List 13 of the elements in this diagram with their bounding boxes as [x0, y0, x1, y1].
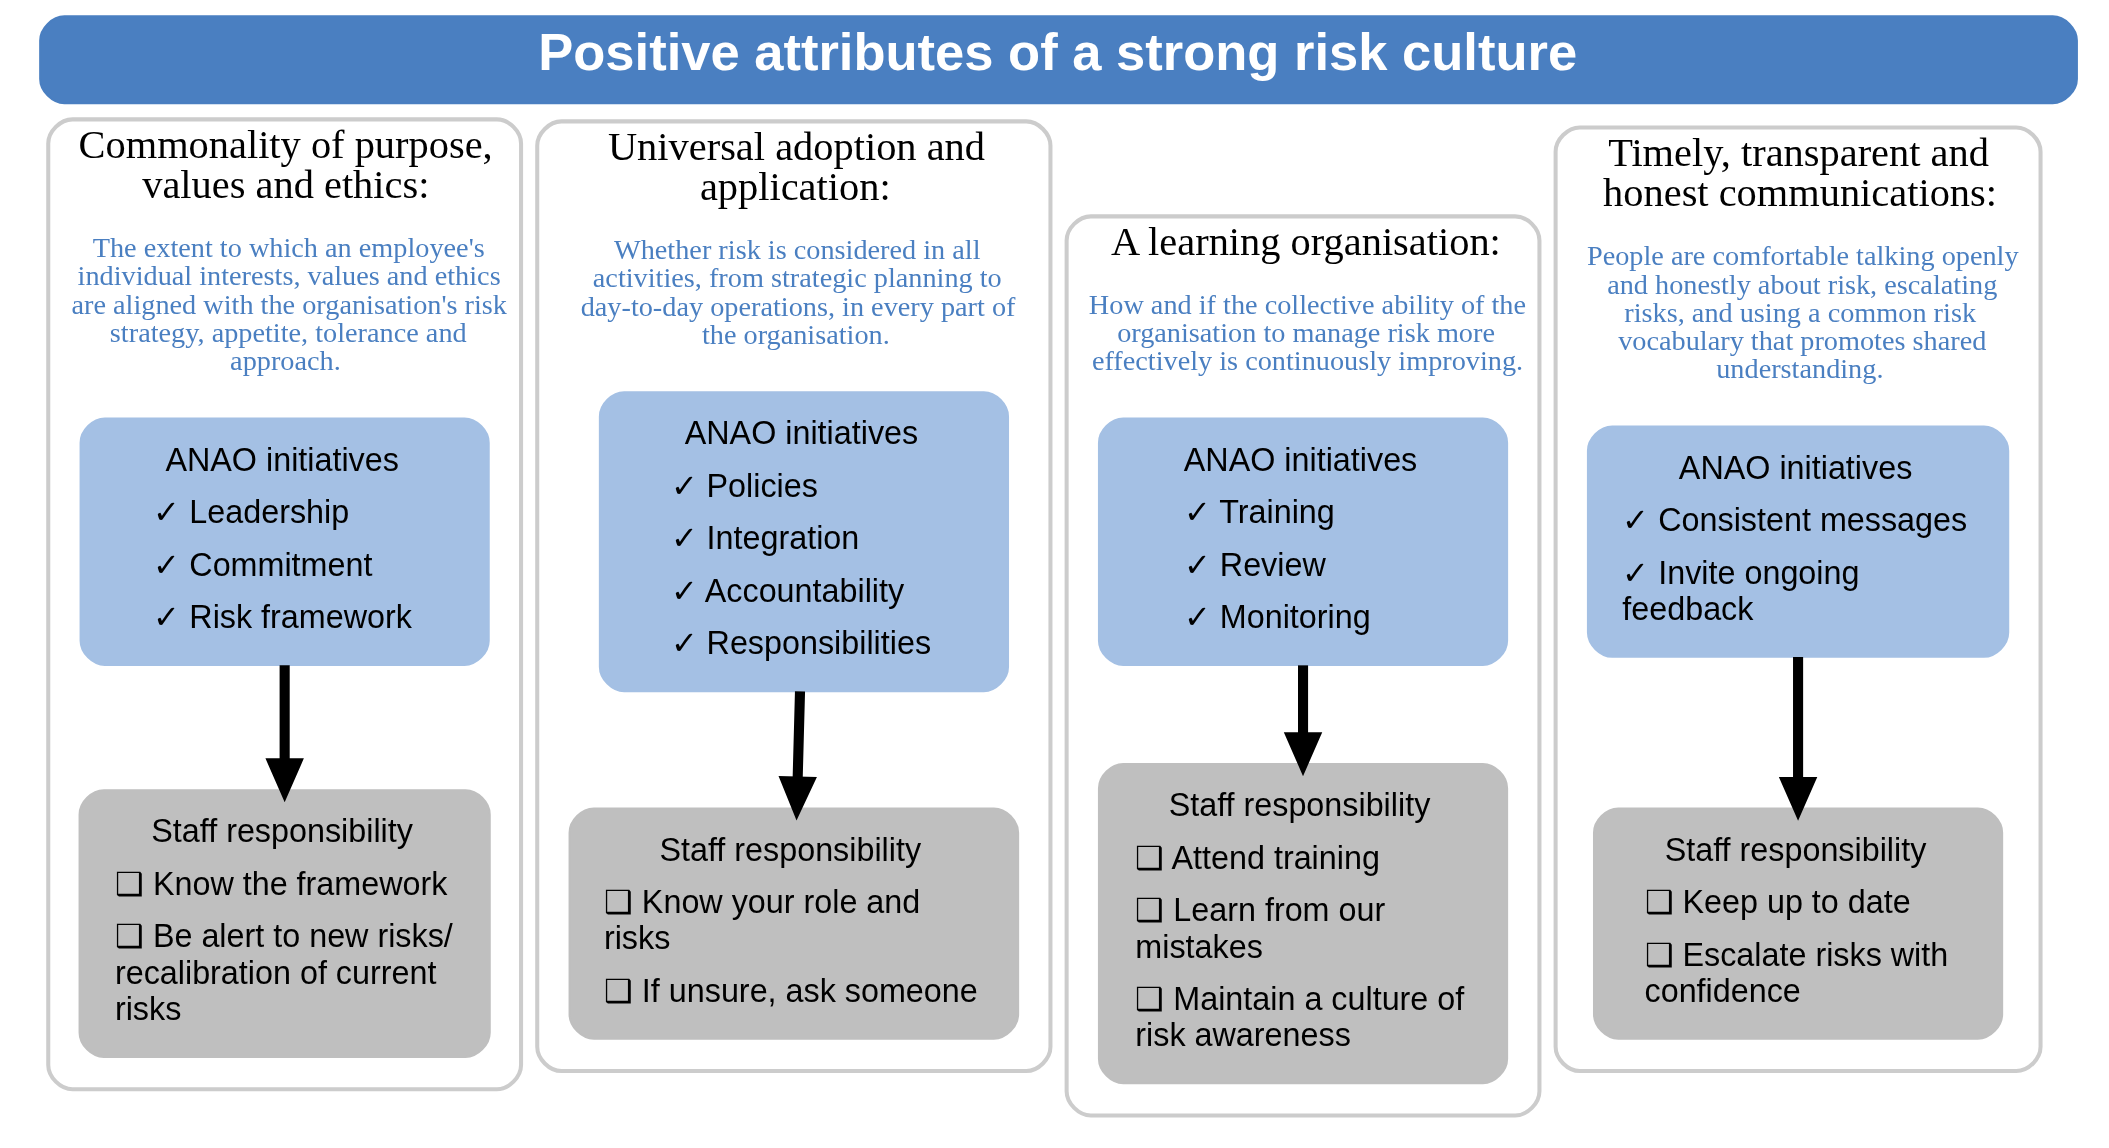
node-box: ANAO initiatives ✓ Training ✓ Review ✓ Monitoring [1097, 417, 1509, 666]
node-box: ANAO initiatives ✓ Policies ✓ Integration ✓ Accountability ✓ Responsibilities [598, 391, 1010, 693]
node-box: ANAO initiatives ✓ Consistent messages ✓ Invite ongoing feedback [1586, 425, 2010, 658]
node-box: Staff responsibility ❑ Know the framework ❑ Be alert to new risks/ recalibration of current risks [78, 789, 491, 1058]
node-box: Positive attributes of a strong risk culture [39, 15, 2078, 105]
node-box: Staff responsibility ❑ Keep up to date ❑ Escalate risks with confidence [1593, 807, 2004, 1040]
node-box: ANAO initiatives ✓ Leadership ✓ Commitment ✓ Risk framework [79, 417, 490, 666]
arrow [1778, 657, 1818, 821]
arrow [778, 691, 817, 821]
arrow [265, 665, 304, 803]
node-box: Staff responsibility ❑ Know your role and risks ❑ If unsure, ask someone [568, 807, 1020, 1040]
node-box: Staff responsibility ❑ Attend training ❑ Learn from our mistakes ❑ Maintain a culture of risk awareness [1097, 762, 1509, 1085]
arrow [1283, 665, 1323, 777]
